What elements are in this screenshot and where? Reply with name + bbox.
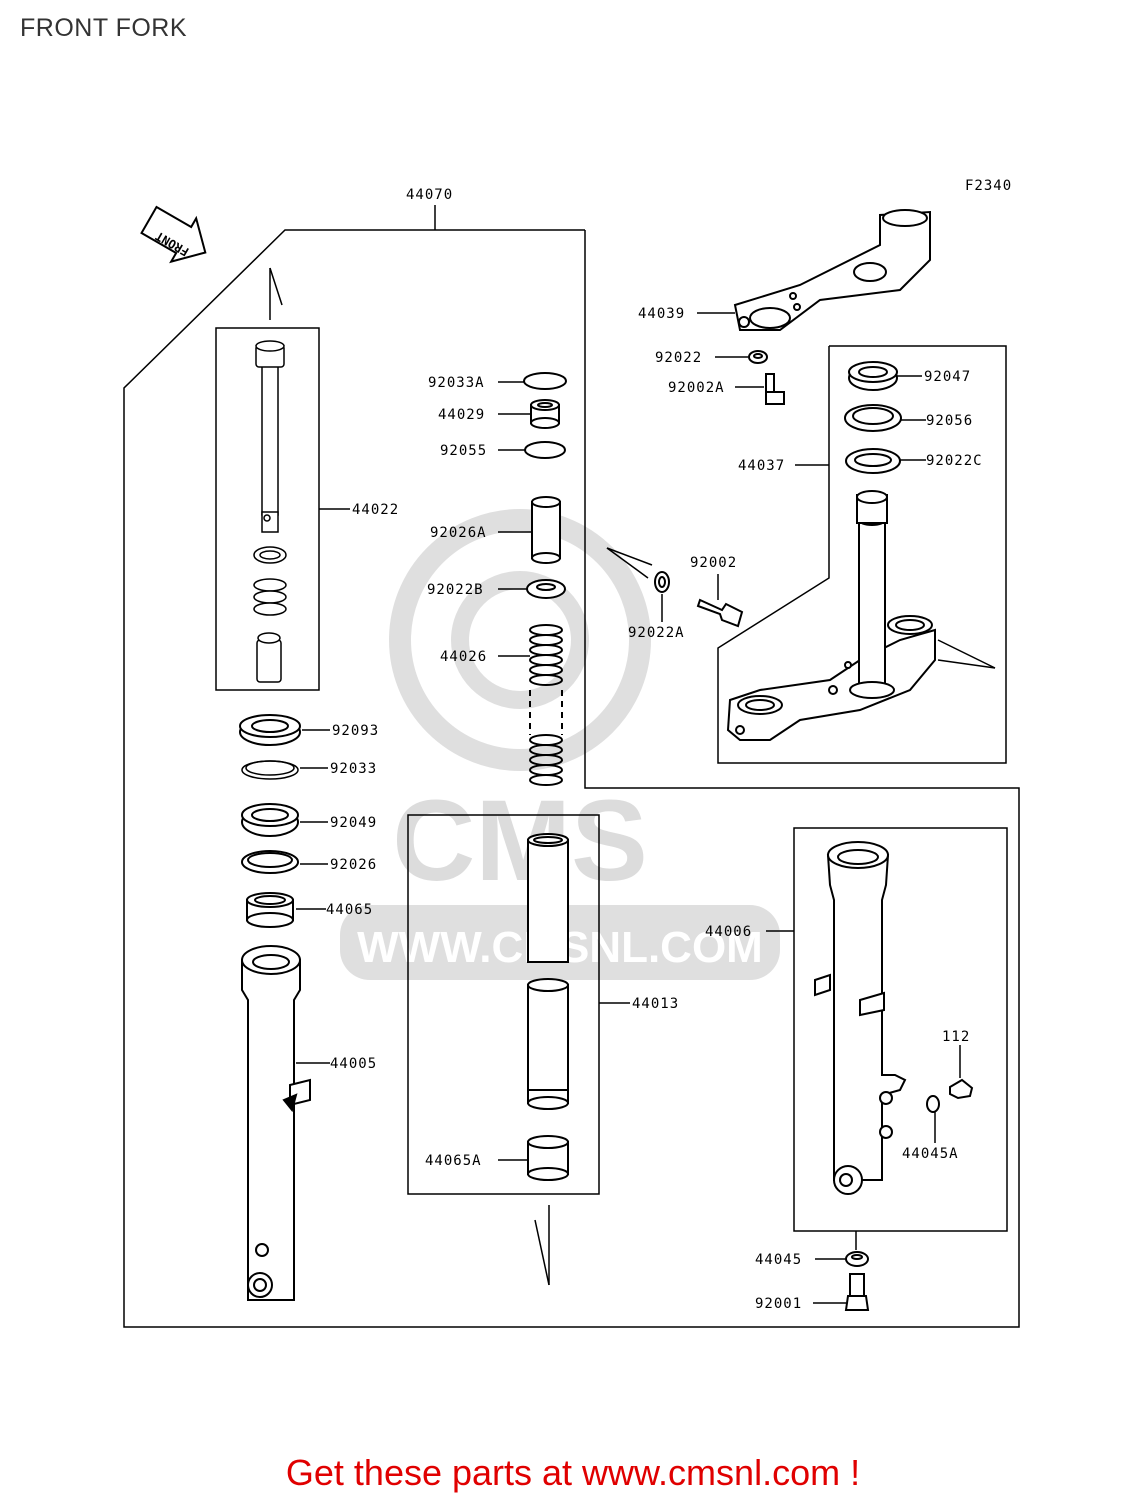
front-arrow-icon: FRONT [140,205,207,264]
pointer-92022a [606,547,663,622]
watermark-brand: CMS [392,777,648,905]
label-112: 112 [942,1029,970,1045]
label-92033: 92033 [330,761,377,777]
label-44013: 44013 [632,996,679,1012]
bolt-92002 [696,598,744,628]
label-44045A: 44045A [902,1146,959,1162]
pointer-lines-lower [534,1205,550,1286]
washer-44045 [845,1251,869,1267]
seal-92056 [844,404,902,432]
bushing-44065a [527,1135,569,1181]
collar-44029 [530,399,560,429]
label-44005: 44005 [330,1056,377,1072]
label-92093: 92093 [332,723,379,739]
pointer-stem [937,639,996,669]
label-44065: 44065 [326,902,373,918]
label-92026: 92026 [330,857,377,873]
label-92022A: 92022A [628,625,685,641]
upper-bracket-44039 [733,209,931,331]
bolt-92001 [844,1273,870,1311]
footer-promo[interactable]: Get these parts at www.cmsnl.com ! [0,1452,1146,1494]
washer-92022c [845,448,901,474]
label-44065A: 44065A [425,1153,482,1169]
inner-tube-44013 [527,833,569,1110]
outer-tube-44006 [814,841,907,1195]
label-44026: 44026 [440,649,487,665]
assembly-outline [123,205,1020,1328]
washer-92022b [526,579,566,599]
spring-44026 [529,624,563,786]
label-92033A: 92033A [428,375,485,391]
label-44045: 44045 [755,1252,802,1268]
box-44006 [793,827,1008,1232]
label-92047: 92047 [924,369,971,385]
bolt-112 [949,1078,974,1100]
page-title: FRONT FORK [20,14,188,42]
figure-code: F2340 [965,178,1012,194]
seal-92049 [241,803,299,837]
circlip-92033a [523,372,567,390]
label-92056: 92056 [926,413,973,429]
washer-92026 [241,850,299,874]
cap-92047 [848,361,898,391]
label-92022C: 92022C [926,453,983,469]
oring-92055 [524,441,566,459]
outer-tube-44005 [241,945,311,1301]
label-44029: 44029 [438,407,485,423]
label-92022: 92022 [655,350,702,366]
damper-rod [253,340,287,683]
label-92055: 92055 [440,443,487,459]
spacer-92026a [531,496,561,564]
label-44022: 44022 [352,502,399,518]
washer-92022a [654,571,670,593]
label-92002A: 92002A [668,380,725,396]
label-92049: 92049 [330,815,377,831]
bolt-92002a [765,373,785,405]
watermark: CMS WWW.CMSNL.COM [340,509,780,980]
label-44070: 44070 [406,187,453,203]
label-44037: 44037 [738,458,785,474]
box-44013 [407,814,600,1195]
stem-lower-bracket-44037 [726,490,936,741]
footer-promo-text: Get these parts at www.cmsnl.com ! [285,1452,861,1493]
label-92022B: 92022B [427,582,484,598]
clip-92033 [241,760,299,780]
bushing-44065 [246,892,294,928]
label-92002: 92002 [690,555,737,571]
seal-92093 [239,714,301,746]
box-44037 [717,345,1007,764]
label-44039: 44039 [638,306,685,322]
washer-92022 [748,350,768,364]
label-44006: 44006 [705,924,752,940]
label-92026A: 92026A [430,525,487,541]
label-92001: 92001 [755,1296,802,1312]
washer-44045a [926,1095,940,1113]
